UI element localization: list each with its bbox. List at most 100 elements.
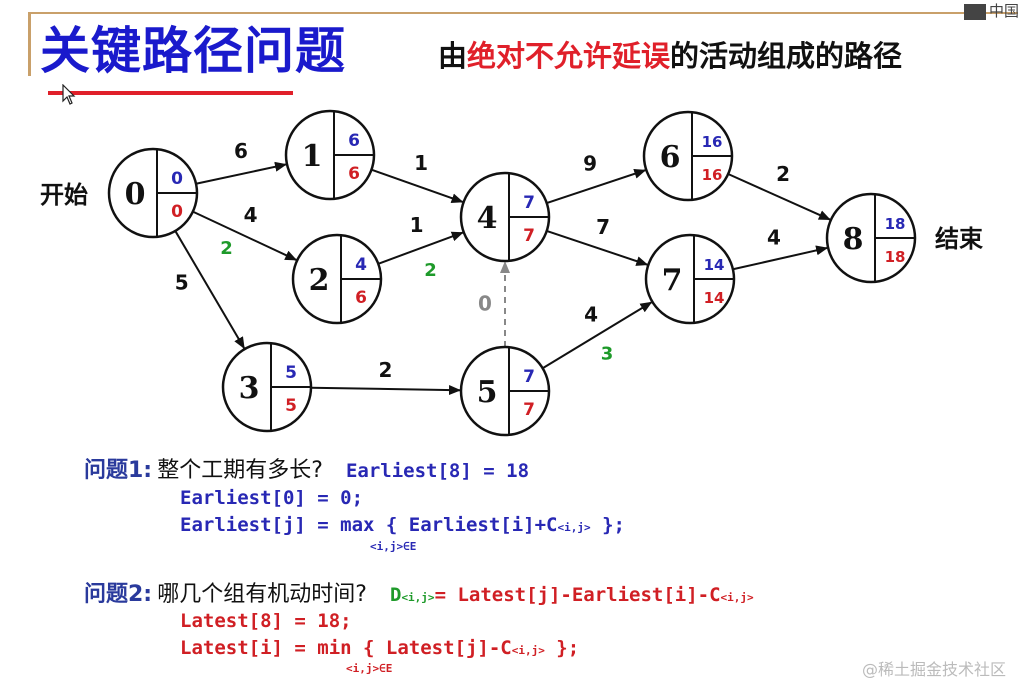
node-8: 8 18 18 xyxy=(825,192,917,284)
question1-line2-post: }; xyxy=(590,514,625,536)
slide-title: 关键路径问题 xyxy=(40,21,346,80)
node-earliest-6: 16 xyxy=(702,133,723,151)
node-earliest-4: 7 xyxy=(523,193,535,213)
watermark: @稀土掘金技术社区 xyxy=(862,660,1007,679)
node-id-7: 7 xyxy=(662,263,683,298)
edge-slack-0-2: 2 xyxy=(220,238,233,259)
edge-0-1 xyxy=(195,161,287,185)
node-latest-8: 18 xyxy=(885,248,906,266)
edge-weight-5-7: 4 xyxy=(584,302,598,326)
edge-weight-4-6: 9 xyxy=(583,152,597,176)
slide-subtitle: 由绝对不允许延误的活动组成的路径 xyxy=(438,34,902,78)
formula-rest: = Latest[j]-Earliest[i]-C xyxy=(434,584,721,606)
question1-label: 问题1: xyxy=(84,458,153,483)
edge-weight-2-4: 1 xyxy=(410,213,424,237)
edge-4-7 xyxy=(546,230,649,266)
question2-line2-pre: Latest[i] = min { Latest[j]-C xyxy=(180,637,512,659)
node-id-6: 6 xyxy=(660,140,681,175)
edge-7-8 xyxy=(732,245,829,271)
edge-weight-3-5: 2 xyxy=(379,358,393,382)
edge-weight-0-2: 4 xyxy=(244,203,258,227)
node-earliest-1: 6 xyxy=(348,131,360,151)
node-5: 5 7 7 xyxy=(459,345,551,437)
edge-2-4 xyxy=(377,231,464,265)
edge-3-5 xyxy=(310,385,462,396)
edge-4-6 xyxy=(546,168,647,205)
question2-formula: D<i,j>= Latest[j]-Earliest[i]-C<i,j> xyxy=(390,584,754,606)
node-earliest-0: 0 xyxy=(171,169,183,189)
edge-slack-2-4: 2 xyxy=(424,260,437,281)
node-latest-7: 14 xyxy=(704,289,725,307)
formula-d: D xyxy=(389,584,402,606)
edge-weight-5-4: 0 xyxy=(478,292,492,316)
question1-line1: Earliest[0] = 0; xyxy=(180,487,364,509)
node-earliest-7: 14 xyxy=(704,256,725,274)
edge-weight-0-1: 6 xyxy=(234,139,248,163)
node-earliest-3: 5 xyxy=(285,363,297,383)
question2-line2: Latest[i] = min { Latest[j]-C<i,j> }; xyxy=(180,637,579,659)
question1-row: 问题1: 整个工期有多长? Earliest[8] = 18 xyxy=(84,452,529,484)
slide-frame-top xyxy=(28,12,1018,14)
edge-slack-5-7: 3 xyxy=(601,343,614,364)
node-id-4: 4 xyxy=(477,201,498,236)
question2-line2-sub: <i,j> xyxy=(511,644,545,657)
end-label: 结束 xyxy=(935,224,984,253)
edge-5-7 xyxy=(542,301,653,370)
top-right-badge: 中国 xyxy=(964,0,1019,21)
question1-line2: Earliest[j] = max { Earliest[i]+C<i,j> }… xyxy=(180,514,625,536)
question2-text: 哪几个组有机动时间? xyxy=(157,582,367,607)
node-0: 0 0 0 xyxy=(107,147,199,239)
node-earliest-2: 4 xyxy=(355,255,367,275)
node-id-2: 2 xyxy=(309,263,330,298)
edge-6-8 xyxy=(727,173,831,221)
node-id-5: 5 xyxy=(477,375,498,410)
node-id-3: 3 xyxy=(239,371,260,406)
node-latest-3: 5 xyxy=(285,396,297,416)
subtitle-post: 的活动组成的路径 xyxy=(670,39,903,73)
formula-sub: <i,j> xyxy=(720,591,754,604)
formula-d-sub: <i,j> xyxy=(401,591,435,604)
edge-weight-4-7: 7 xyxy=(596,215,610,239)
node-2: 2 4 6 xyxy=(291,233,383,325)
badge-label: 中国 xyxy=(989,2,1020,20)
node-4: 4 7 7 xyxy=(459,171,551,263)
title-underline xyxy=(48,91,293,95)
node-earliest-5: 7 xyxy=(523,367,535,387)
question1-line2-pre: Earliest[j] = max { Earliest[i]+C xyxy=(180,514,558,536)
edge-1-4 xyxy=(371,168,464,204)
question2-label: 问题2: xyxy=(84,582,153,607)
subtitle-pre: 由 xyxy=(438,39,468,73)
node-latest-0: 0 xyxy=(171,202,183,222)
question2-line2-post: }; xyxy=(544,637,580,659)
node-id-0: 0 xyxy=(125,177,146,212)
node-latest-4: 7 xyxy=(523,226,535,246)
node-latest-2: 6 xyxy=(355,288,367,308)
node-latest-6: 16 xyxy=(702,166,723,184)
node-latest-5: 7 xyxy=(523,400,535,420)
question2-under: <i,j>∈E xyxy=(346,662,393,675)
question1-text: 整个工期有多长? xyxy=(157,458,323,483)
node-3: 3 5 5 xyxy=(221,341,313,433)
node-7: 7 14 14 xyxy=(644,233,736,325)
mouse-cursor-icon xyxy=(62,84,76,105)
subtitle-highlight: 绝对不允许延误 xyxy=(467,39,671,73)
node-6: 6 16 16 xyxy=(642,110,734,202)
node-1: 1 6 6 xyxy=(284,109,376,201)
question1-line2-sub: <i,j> xyxy=(557,521,591,534)
node-latest-1: 6 xyxy=(348,164,360,184)
edge-weight-7-8: 4 xyxy=(767,226,781,250)
edge-weight-6-8: 2 xyxy=(776,162,790,186)
slide-frame-left xyxy=(28,12,31,76)
question2-line1: Latest[8] = 18; xyxy=(180,610,352,632)
badge-icon xyxy=(964,3,986,20)
start-label: 开始 xyxy=(40,180,88,209)
question2-row: 问题2: 哪几个组有机动时间? D<i,j>= Latest[j]-Earlie… xyxy=(84,576,754,608)
node-id-1: 1 xyxy=(302,139,323,174)
question1-under: <i,j>∈E xyxy=(370,540,417,553)
node-earliest-8: 18 xyxy=(885,215,906,233)
node-id-8: 8 xyxy=(843,222,864,257)
edge-weight-1-4: 1 xyxy=(414,151,428,175)
edge-0-3 xyxy=(174,230,246,350)
